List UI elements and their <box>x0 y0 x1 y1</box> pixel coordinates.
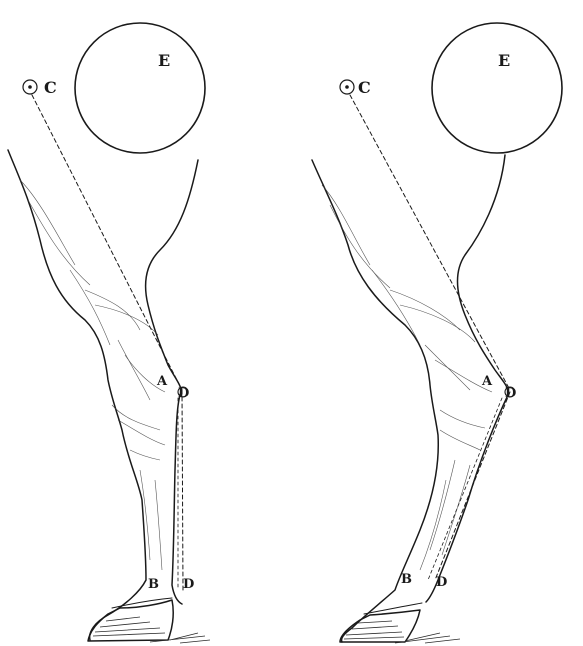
hoof-right <box>340 610 420 642</box>
hoof-right-hatch <box>344 621 404 639</box>
dashed-line-c-d-left <box>32 95 182 390</box>
point-c-right-dot <box>345 85 349 89</box>
hoof-left <box>88 600 173 641</box>
dashed-line-c-d-right <box>350 95 510 390</box>
label-d-knee-right: D <box>505 386 516 401</box>
label-a-right: A <box>481 374 493 389</box>
point-c-left-dot <box>28 85 32 89</box>
label-e-right: E <box>498 51 510 70</box>
leg-outline-right-back <box>426 155 508 602</box>
dashed-line-d-d-right-2 <box>428 398 502 580</box>
hoof-left-hatch <box>93 617 165 636</box>
left-panel: E C <box>8 23 210 643</box>
label-c-left: C <box>44 78 57 97</box>
label-a-left: A <box>156 374 168 389</box>
ground-right <box>395 633 460 643</box>
label-c-right: C <box>358 78 371 97</box>
label-b-left: B <box>148 577 159 592</box>
ground-left <box>150 633 210 643</box>
dashed-line-d-d-left <box>182 390 183 590</box>
label-e-left: E <box>158 51 170 70</box>
label-d-fetlock-left: D <box>183 577 194 592</box>
label-d-knee-left: D <box>178 386 189 401</box>
label-b-right: B <box>401 572 412 587</box>
circle-e-left <box>75 23 205 153</box>
right-panel: E C <box>312 23 562 643</box>
circle-e-right <box>432 23 562 153</box>
label-d-fetlock-right: D <box>436 575 447 590</box>
leg-outline-right <box>312 160 438 642</box>
leg-outline-left-back <box>146 160 198 604</box>
leg-outline-left <box>8 150 146 640</box>
